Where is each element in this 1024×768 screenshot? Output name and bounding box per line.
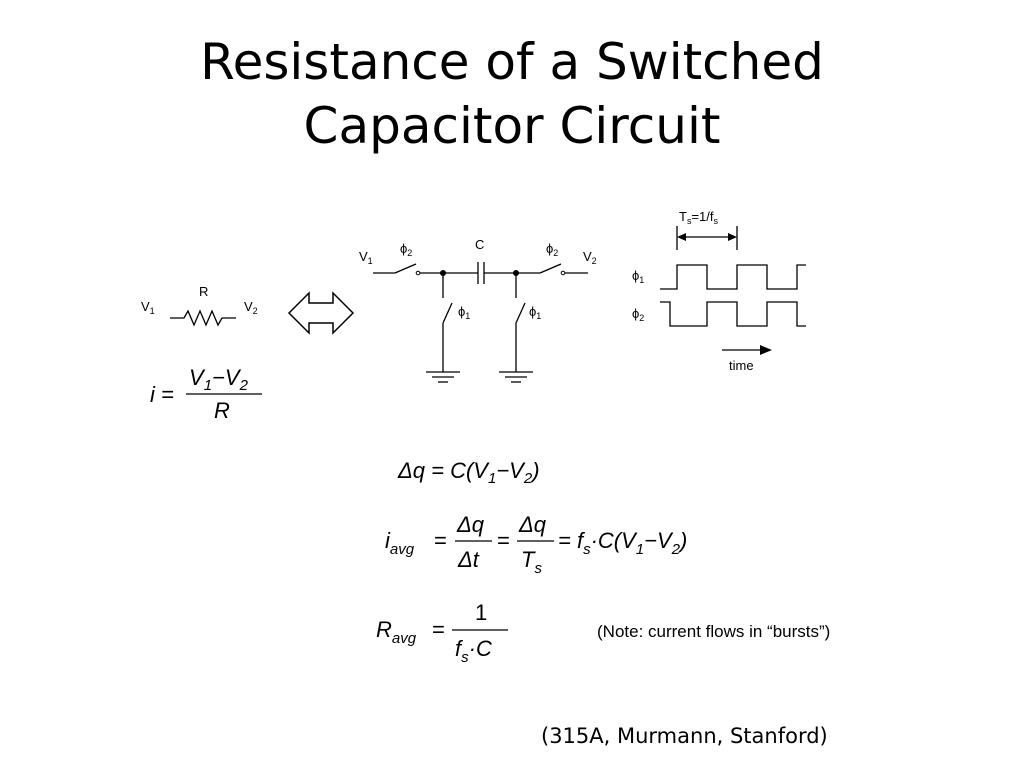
sc-switch-phi2-right <box>539 263 562 274</box>
iavg-equation: iavg = Δq Δt = Δq Ts = fs·C(V1−V2) <box>385 512 687 577</box>
sc-phi2-right-label: ϕ2 <box>546 241 558 258</box>
ravg-equals: = <box>432 617 445 642</box>
ravg-numerator: 1 <box>475 600 487 625</box>
ohm-numerator: V1−V2 <box>189 365 249 394</box>
timing-phi2-label: ϕ2 <box>632 306 644 323</box>
ohm-denominator: R <box>214 398 230 423</box>
dq-equation: Δq = C(V1−V2) <box>397 458 540 487</box>
iavg-equals-2: = <box>497 528 510 553</box>
phi1-waveform <box>660 264 806 290</box>
phi2-waveform <box>660 301 806 327</box>
resistor-circuit: V1 R V2 <box>141 284 258 327</box>
title-line-2: Capacitor Circuit <box>303 97 721 155</box>
ohm-i-equals: i = <box>150 382 174 407</box>
sc-switch-contact-left <box>415 270 421 276</box>
sc-v2-label: V2 <box>583 249 597 266</box>
iavg-rhs: = fs·C(V1−V2) <box>558 528 687 558</box>
sc-phi1-right-label: ϕ1 <box>529 304 541 321</box>
title-line-1: Resistance of a Switched <box>200 33 824 91</box>
sc-switch-phi2-left <box>394 263 417 274</box>
iavg-frac1-num: Δq <box>456 512 485 537</box>
resistor-symbol <box>170 309 236 327</box>
ravg-lhs: Ravg <box>376 617 417 647</box>
switched-capacitor-circuit: V1 ϕ2 C ϕ2 V2 ϕ1 ϕ1 <box>359 237 597 383</box>
resistor-r-label: R <box>199 284 208 299</box>
iavg-frac1-den: Δt <box>457 547 480 572</box>
sc-cap-label: C <box>475 237 484 252</box>
bursts-note: (Note: current flows in “bursts”) <box>597 622 830 641</box>
time-arrow-head <box>760 345 772 355</box>
iavg-equals-1: = <box>434 528 447 553</box>
resistor-v2-label: V2 <box>244 299 258 316</box>
ravg-denominator: fs·C <box>455 636 492 666</box>
iavg-lhs: iavg <box>385 528 415 558</box>
sc-phi2-left-label: ϕ2 <box>400 241 412 258</box>
equivalence-double-arrow <box>287 291 355 335</box>
timing-period-label: Ts=1/fs <box>679 209 719 226</box>
sc-switch-phi1-right <box>515 302 526 324</box>
sc-switch-phi1-left <box>442 302 453 324</box>
iavg-frac2-den: Ts <box>521 547 542 577</box>
period-arrow-head-left <box>677 233 686 241</box>
timing-diagram: Ts=1/fs ϕ1 ϕ2 time <box>632 209 806 373</box>
iavg-frac2-num: Δq <box>518 512 547 537</box>
sc-switch-contact-right <box>560 270 566 276</box>
source-credit: (315A, Murmann, Stanford) <box>541 724 828 748</box>
period-arrow-head-right <box>728 233 737 241</box>
slide-title: Resistance of a Switched Capacitor Circu… <box>0 30 1024 158</box>
resistor-v1-label: V1 <box>141 299 155 316</box>
timing-phi1-label: ϕ1 <box>632 268 644 285</box>
sc-v1-label: V1 <box>359 249 373 266</box>
ohm-equation: i = V1−V2 R <box>150 365 262 423</box>
ravg-equation: Ravg = 1 fs·C (Note: current flows in “b… <box>376 600 830 666</box>
time-label: time <box>729 358 754 373</box>
sc-phi1-left-label: ϕ1 <box>458 304 470 321</box>
